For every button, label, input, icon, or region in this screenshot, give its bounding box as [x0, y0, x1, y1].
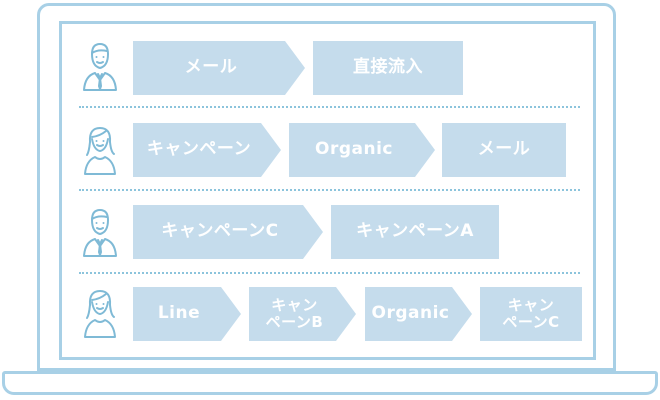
journey-step: メール — [133, 41, 305, 95]
journey-step-label: メール — [184, 57, 238, 78]
journey-step-final: 直接流入 — [313, 41, 463, 95]
journey-step: キャンペーンC — [133, 205, 323, 259]
journey-step-final: キャン ペーンC — [480, 287, 582, 341]
row-divider — [79, 106, 580, 108]
journey-step-label: キャン ペーンC — [502, 295, 560, 331]
row-divider — [79, 272, 580, 274]
journey-step-label: Organic — [371, 303, 450, 324]
journey-step-final: キャンペーンA — [331, 205, 499, 259]
journey-step: Organic — [365, 287, 472, 341]
journey-step-label: キャンペーンC — [161, 221, 279, 242]
row-divider — [79, 189, 580, 191]
woman-icon — [84, 127, 116, 175]
journey-step-label: 直接流入 — [353, 57, 423, 78]
laptop-base — [2, 371, 658, 395]
woman-icon — [84, 290, 116, 338]
journey-step-label: キャンペーンA — [356, 221, 474, 242]
journey-step: Line — [133, 287, 241, 341]
businessman-icon — [83, 43, 117, 91]
journey-step: キャンペーン — [133, 123, 281, 177]
journey-step-label: キャン ペーンB — [265, 295, 324, 331]
journey-step-label: キャンペーン — [146, 139, 252, 160]
journey-step-label: Line — [157, 303, 201, 324]
businessman-icon — [83, 209, 117, 257]
journey-step-label: メール — [477, 139, 531, 160]
journey-step-label: Organic — [315, 139, 393, 160]
journey-step-final: メール — [442, 123, 566, 177]
journey-step: Organic — [289, 123, 435, 177]
journey-step: キャン ペーンB — [249, 287, 356, 341]
